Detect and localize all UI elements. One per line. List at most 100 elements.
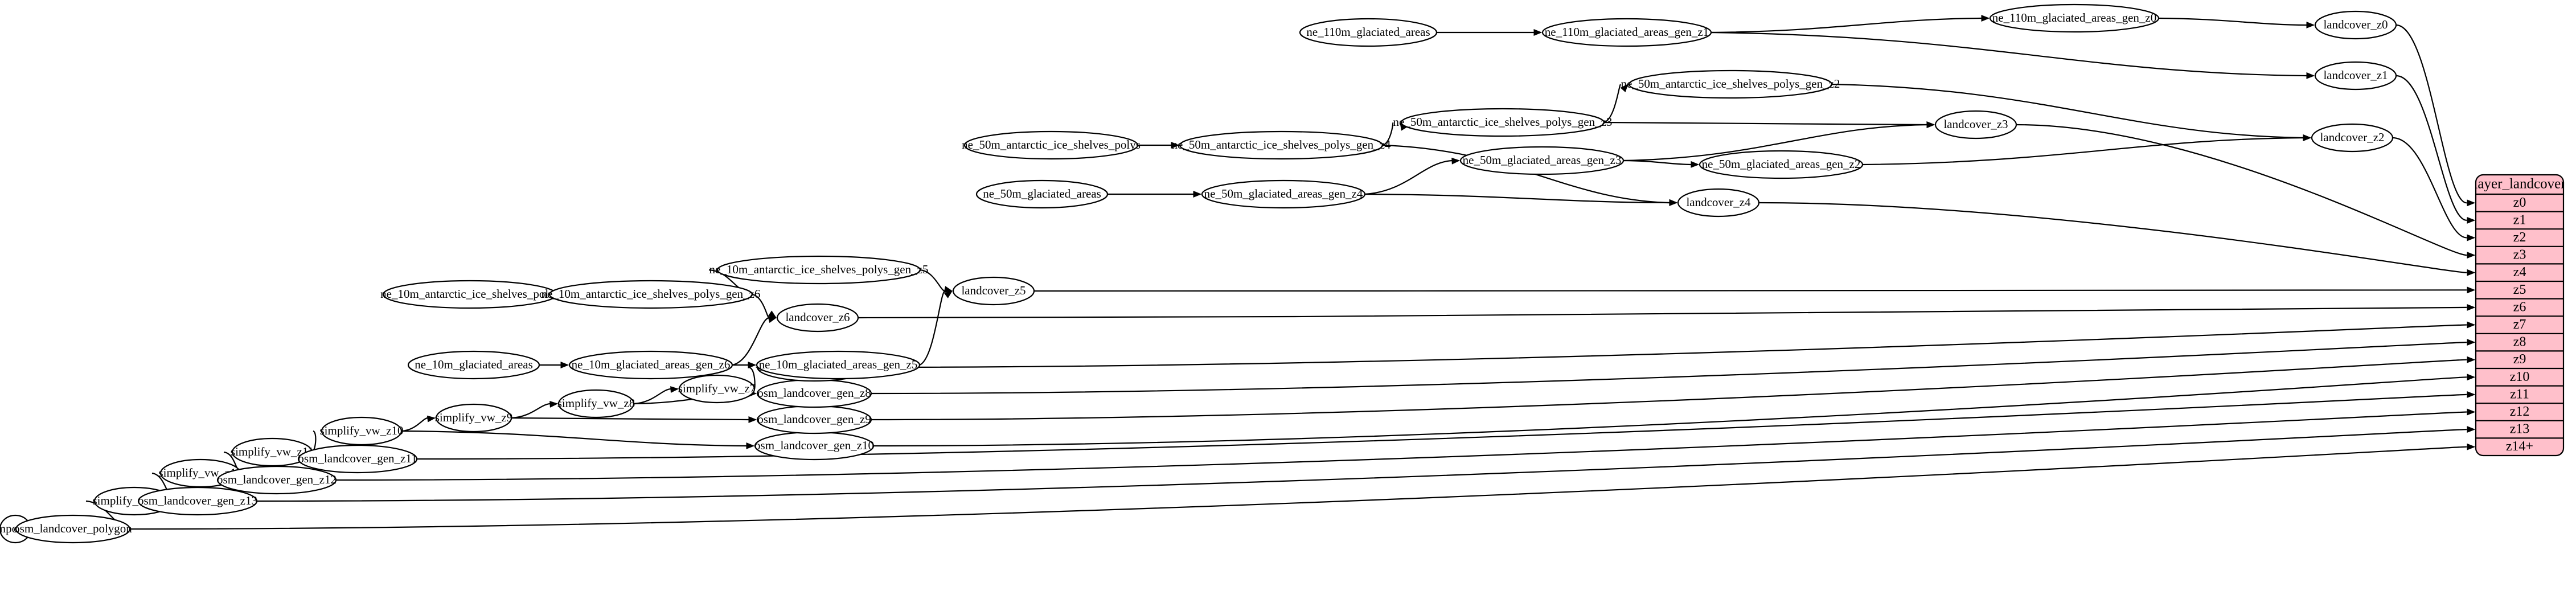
table-row-z11[interactable]: z11	[2510, 387, 2529, 401]
table-row-z1[interactable]: z1	[2513, 212, 2526, 227]
node-label: ne_50m_glaciated_areas_gen_z3	[1463, 153, 1622, 167]
node-ne_50m_antarctic_ice_shelves_polys_gen_z4[interactable]: ne_50m_antarctic_ice_shelves_polys_gen_z…	[1172, 130, 1391, 160]
node-shape	[2314, 61, 2397, 91]
node-simplify_vw_z10[interactable]: simplify_vw_z10	[320, 416, 404, 446]
node-label: simplify_vw_z8	[557, 396, 635, 410]
edge-arrowhead	[549, 401, 559, 408]
node-ne_50m_antarctic_ice_shelves_polys[interactable]: ne_50m_antarctic_ice_shelves_polys	[962, 130, 1141, 160]
node-landcover_z4[interactable]: landcover_z4	[1677, 188, 1760, 218]
edge-arrowhead	[2467, 391, 2476, 398]
node-label: ne_50m_glaciated_areas_gen_z2	[1702, 157, 1861, 171]
node-label: landcover_z2	[2320, 130, 2384, 144]
edge-arrowhead	[2467, 443, 2476, 450]
edge-ne_110m_glaciated_areas_gen_z1-to-ne_110m_glaciated_areas_gen_z0	[1711, 17, 1982, 34]
node-shape	[1699, 150, 1864, 179]
node-landcover_z1[interactable]: landcover_z1	[2314, 61, 2397, 91]
node-label: simplify_vw_z7	[678, 382, 756, 395]
node-label: ne_10m_glaciated_areas_gen_z6	[572, 358, 731, 371]
node-label: landcover_z0	[2323, 18, 2388, 31]
table-row-z8[interactable]: z8	[2513, 335, 2526, 350]
edge-ne_50m_antarctic_ice_shelves_polys_gen_z2-to-landcover_z2	[1831, 83, 2304, 139]
node-ne_50m_glaciated_areas_gen_z3[interactable]: ne_50m_glaciated_areas_gen_z3	[1459, 146, 1625, 175]
table-row-z9[interactable]: z9	[2513, 352, 2526, 367]
node-shape	[678, 374, 756, 404]
table-row-z13[interactable]: z13	[2510, 422, 2530, 437]
node-simplify_vw_z7[interactable]: simplify_vw_z7	[678, 374, 756, 404]
node-ne_10m_glaciated_areas_gen_z6[interactable]: ne_10m_glaciated_areas_gen_z6	[568, 350, 733, 380]
edge-arrowhead	[2467, 269, 2476, 276]
node-ne_50m_glaciated_areas_gen_z4[interactable]: ne_50m_glaciated_areas_gen_z4	[1201, 179, 1366, 209]
table-row-z2[interactable]: z2	[2513, 230, 2526, 245]
node-osm_landcover_gen_z13[interactable]: osm_landcover_gen_z13	[137, 486, 258, 516]
table-row-z7[interactable]: z7	[2513, 317, 2526, 332]
table-row-z12[interactable]: z12	[2510, 404, 2530, 419]
node-label: ne_10m_antarctic_ice_shelves_polys_gen_z…	[709, 263, 929, 276]
node-ne_10m_antarctic_ice_shelves_polys_gen_z6[interactable]: ne_10m_antarctic_ice_shelves_polys_gen_z…	[542, 280, 761, 309]
node-label: landcover_z4	[1686, 195, 1751, 209]
edge-arrowhead	[1981, 15, 1990, 22]
table-row-z10[interactable]: z10	[2510, 370, 2530, 384]
node-osm_landcover_polygon[interactable]: osm_landcover_polygon	[14, 514, 132, 544]
node-ne_10m_antarctic_ice_shelves_polys[interactable]: ne_10m_antarctic_ice_shelves_polys	[380, 280, 559, 309]
node-label: ne_110m_glaciated_areas_gen_z0	[1992, 11, 2156, 24]
edge-ne_50m_antarctic_ice_shelves_polys_gen_z4-to-ne_50m_antarctic_ice_shelves_polys_gen_z3	[1382, 122, 1394, 146]
node-ne_10m_glaciated_areas[interactable]: ne_10m_glaciated_areas	[407, 350, 540, 380]
table-row-z0[interactable]: z0	[2513, 195, 2526, 210]
node-osm_landcover_gen_z11[interactable]: osm_landcover_gen_z11	[297, 444, 418, 474]
edge-ne_50m_antarctic_ice_shelves_polys_gen_z3-to-landcover_z3	[1603, 121, 1927, 126]
edge-arrowhead	[1193, 191, 1202, 198]
node-ne_110m_glaciated_areas_gen_z1[interactable]: ne_110m_glaciated_areas_gen_z1	[1541, 18, 1712, 47]
node-ne_110m_glaciated_areas_gen_z0[interactable]: ne_110m_glaciated_areas_gen_z0	[1989, 3, 2160, 33]
node-ne_10m_antarctic_ice_shelves_polys_gen_z5[interactable]: ne_10m_antarctic_ice_shelves_polys_gen_z…	[709, 255, 929, 285]
edge-ne_50m_glaciated_areas_gen_z3-to-ne_50m_glaciated_areas_gen_z2	[1623, 159, 1692, 166]
node-landcover_z0[interactable]: landcover_z0	[2314, 10, 2397, 40]
node-ne_50m_antarctic_ice_shelves_polys_gen_z2[interactable]: ne_50m_antarctic_ice_shelves_polys_gen_z…	[1621, 69, 1840, 99]
node-shape	[1677, 188, 1760, 218]
edge-arrowhead	[2467, 216, 2476, 224]
node-ne_110m_glaciated_areas[interactable]: ne_110m_glaciated_areas	[1299, 18, 1438, 47]
node-ne_10m_glaciated_areas_gen_z5[interactable]: ne_10m_glaciated_areas_gen_z5	[756, 350, 921, 380]
edge-arrowhead	[426, 415, 436, 423]
node-simplify_vw_z8[interactable]: simplify_vw_z8	[557, 389, 635, 419]
edge-ne_50m_glaciated_areas_gen_z2-to-landcover_z2	[1862, 137, 2304, 166]
node-landcover_z2[interactable]: landcover_z2	[2311, 123, 2394, 153]
edge-arrowhead	[2467, 408, 2476, 416]
node-shape	[776, 303, 859, 333]
table-row-z3[interactable]: z3	[2513, 248, 2526, 263]
table-row-z5[interactable]: z5	[2513, 282, 2526, 297]
node-ne_50m_antarctic_ice_shelves_polys_gen_z3[interactable]: ne_50m_antarctic_ice_shelves_polys_gen_z…	[1393, 108, 1613, 137]
edge-ne_10m_glaciated_areas_gen_z6-to-landcover_z6	[732, 317, 769, 366]
table-row-z14plus[interactable]: z14+	[2506, 439, 2533, 454]
edge-osm_landcover_gen_z9-to-layer_landcover.z9	[871, 359, 2467, 421]
node-label: ne_50m_glaciated_areas	[983, 187, 1101, 200]
node-landcover_z5[interactable]: landcover_z5	[952, 276, 1035, 306]
node-ne_50m_glaciated_areas_gen_z2[interactable]: ne_50m_glaciated_areas_gen_z2	[1699, 150, 1864, 179]
edge-arrowhead	[2467, 339, 2476, 346]
node-osm_landcover_gen_z9[interactable]: osm_landcover_gen_z9	[756, 405, 872, 434]
node-ne_50m_glaciated_areas[interactable]: ne_50m_glaciated_areas	[975, 179, 1109, 209]
edge-arrowhead	[1171, 142, 1180, 149]
edge-ne_110m_glaciated_areas_gen_z0-to-landcover_z0	[2158, 17, 2307, 26]
edge-landcover_z6-to-layer_landcover.z6	[858, 306, 2467, 319]
node-shape	[548, 280, 753, 309]
node-label: landcover_z5	[961, 284, 1026, 297]
edge-ne_10m_glaciated_areas_gen_z5-to-landcover_z5	[919, 290, 945, 366]
node-shape	[1459, 146, 1625, 175]
table-row-z6[interactable]: z6	[2513, 300, 2526, 314]
edge-ne_10m_antarctic_ice_shelves_polys_gen_z5-to-landcover_z5	[920, 269, 945, 292]
node-label: ne_110m_glaciated_areas_gen_z1	[1545, 25, 1709, 39]
node-osm_landcover_gen_z10[interactable]: osm_landcover_gen_z10	[754, 431, 875, 461]
node-landcover_z3[interactable]: landcover_z3	[1934, 110, 2017, 140]
edge-arrowhead	[748, 416, 757, 423]
table-row-z4[interactable]: z4	[2513, 265, 2526, 280]
node-label: osm_landcover_gen_z12	[217, 473, 337, 486]
edge-arrowhead	[670, 386, 679, 393]
node-landcover_z6[interactable]: landcover_z6	[776, 303, 859, 333]
node-shape	[1989, 3, 2160, 33]
table-header-label: layer_landcover	[2474, 177, 2566, 192]
node-osm_landcover_gen_z12[interactable]: osm_landcover_gen_z12	[216, 465, 337, 495]
node-osm_landcover_gen_z8[interactable]: osm_landcover_gen_z8	[756, 379, 872, 408]
table-border	[2475, 174, 2565, 457]
node-simplify_vw_z9[interactable]: simplify_vw_z9	[435, 403, 513, 433]
